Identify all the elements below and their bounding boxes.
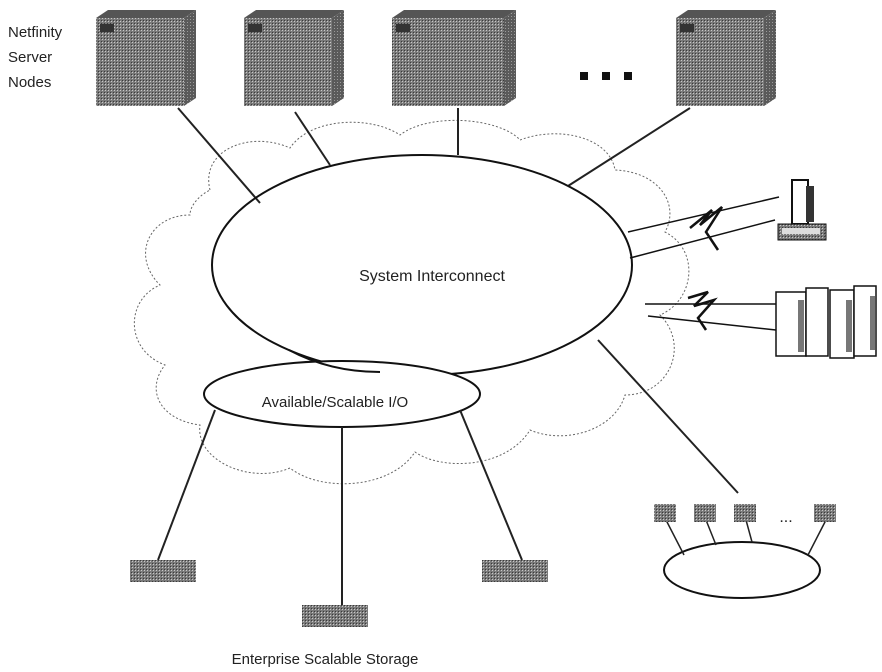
storage-device-3 [482, 560, 548, 582]
more-servers-ellipsis [580, 72, 632, 80]
server-node-3 [392, 10, 516, 106]
terminal-icon [777, 179, 827, 241]
small-node-ellipsis: ... [779, 509, 792, 526]
wireless-link-rack [645, 290, 777, 331]
server-node-2 [244, 10, 344, 106]
server-node-1 [96, 10, 196, 106]
enterprise-storage-label: Enterprise Scalable Storage [232, 651, 419, 668]
system-interconnect-ellipse [211, 154, 633, 376]
storage-links [157, 409, 523, 605]
cluster-link [597, 339, 739, 494]
network-cloud [133, 119, 690, 485]
server-nodes-label-line3: Nodes [8, 74, 51, 91]
server-nodes-label-line1: Netfinity [8, 24, 63, 41]
server-node-4 [676, 10, 776, 106]
small-node-cluster [654, 504, 836, 599]
rack-icon [775, 285, 877, 359]
storage-device-2 [302, 605, 368, 627]
wireless-link-terminal [627, 196, 780, 259]
storage-device-1 [130, 560, 196, 582]
system-interconnect-label: System Interconnect [359, 268, 505, 285]
scalable-io-label: Available/Scalable I/O [262, 394, 408, 411]
server-nodes-label-line2: Server [8, 49, 52, 66]
server-links [177, 107, 691, 204]
